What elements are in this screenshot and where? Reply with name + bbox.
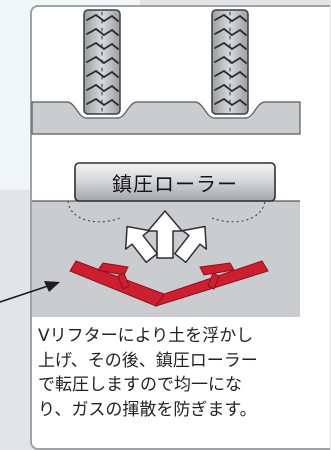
caption-text: Vリフターにより土を浮かし 上げ、その後、鎮圧ローラー で転圧しますので均一にな… xyxy=(38,326,258,420)
arrow-up-right xyxy=(174,225,208,264)
v-lifter-shank-left xyxy=(117,272,130,290)
tire-right xyxy=(211,9,249,115)
v-lifter-wing-right xyxy=(199,262,235,276)
mound-arc-right xyxy=(211,200,266,223)
mound-arc-left xyxy=(67,200,121,223)
tire-left xyxy=(83,9,121,115)
ground-surface-top xyxy=(31,101,301,135)
roller-label: 鎮圧ローラー xyxy=(112,171,238,196)
upward-arrows xyxy=(124,210,208,264)
arrow-up-left xyxy=(124,225,158,264)
v-lifter-wing-left xyxy=(97,262,129,276)
roller-body xyxy=(74,162,276,202)
pointer-arrow xyxy=(0,281,60,303)
v-lifter-shank-right xyxy=(207,272,220,290)
v-lifter-blades xyxy=(69,260,269,307)
